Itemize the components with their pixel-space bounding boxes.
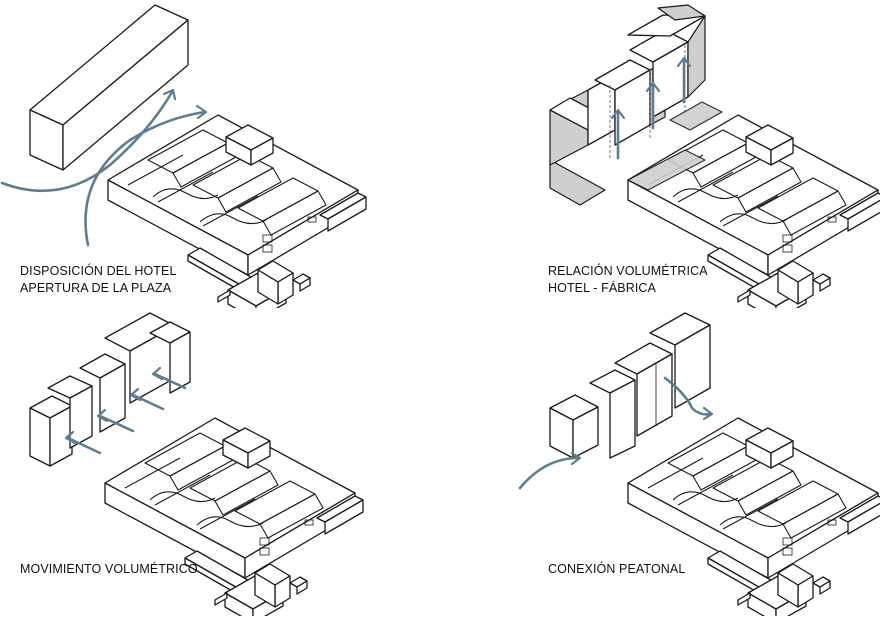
- caption-pedestrian-connection: CONEXIÓN PEATONAL: [548, 562, 686, 576]
- panel-pedestrian-connection: CONEXIÓN PEATONAL: [440, 308, 880, 616]
- diagram-hotel-disposition: [0, 4, 367, 308]
- panel-volumetric-relation: RELACIÓN VOLUMÉTRICA HOTEL - FÁBRICA: [440, 0, 880, 308]
- caption-volumetric-movement: MOVIMIENTO VOLUMÉTRICO: [20, 562, 198, 576]
- diagram-pedestrian-connection: [518, 312, 880, 616]
- caption-hotel-disposition: DISPOSICIÓN DEL HOTEL APERTURA DE LA PLA…: [20, 264, 177, 295]
- diagram-volumetric-relation: [549, 4, 880, 308]
- panel-hotel-disposition: DISPOSICIÓN DEL HOTEL APERTURA DE LA PLA…: [0, 0, 440, 308]
- diagram-volumetric-movement: [29, 312, 364, 616]
- caption-volumetric-relation: RELACIÓN VOLUMÉTRICA HOTEL - FÁBRICA: [548, 264, 708, 295]
- panel-volumetric-movement: MOVIMIENTO VOLUMÉTRICO: [0, 308, 440, 616]
